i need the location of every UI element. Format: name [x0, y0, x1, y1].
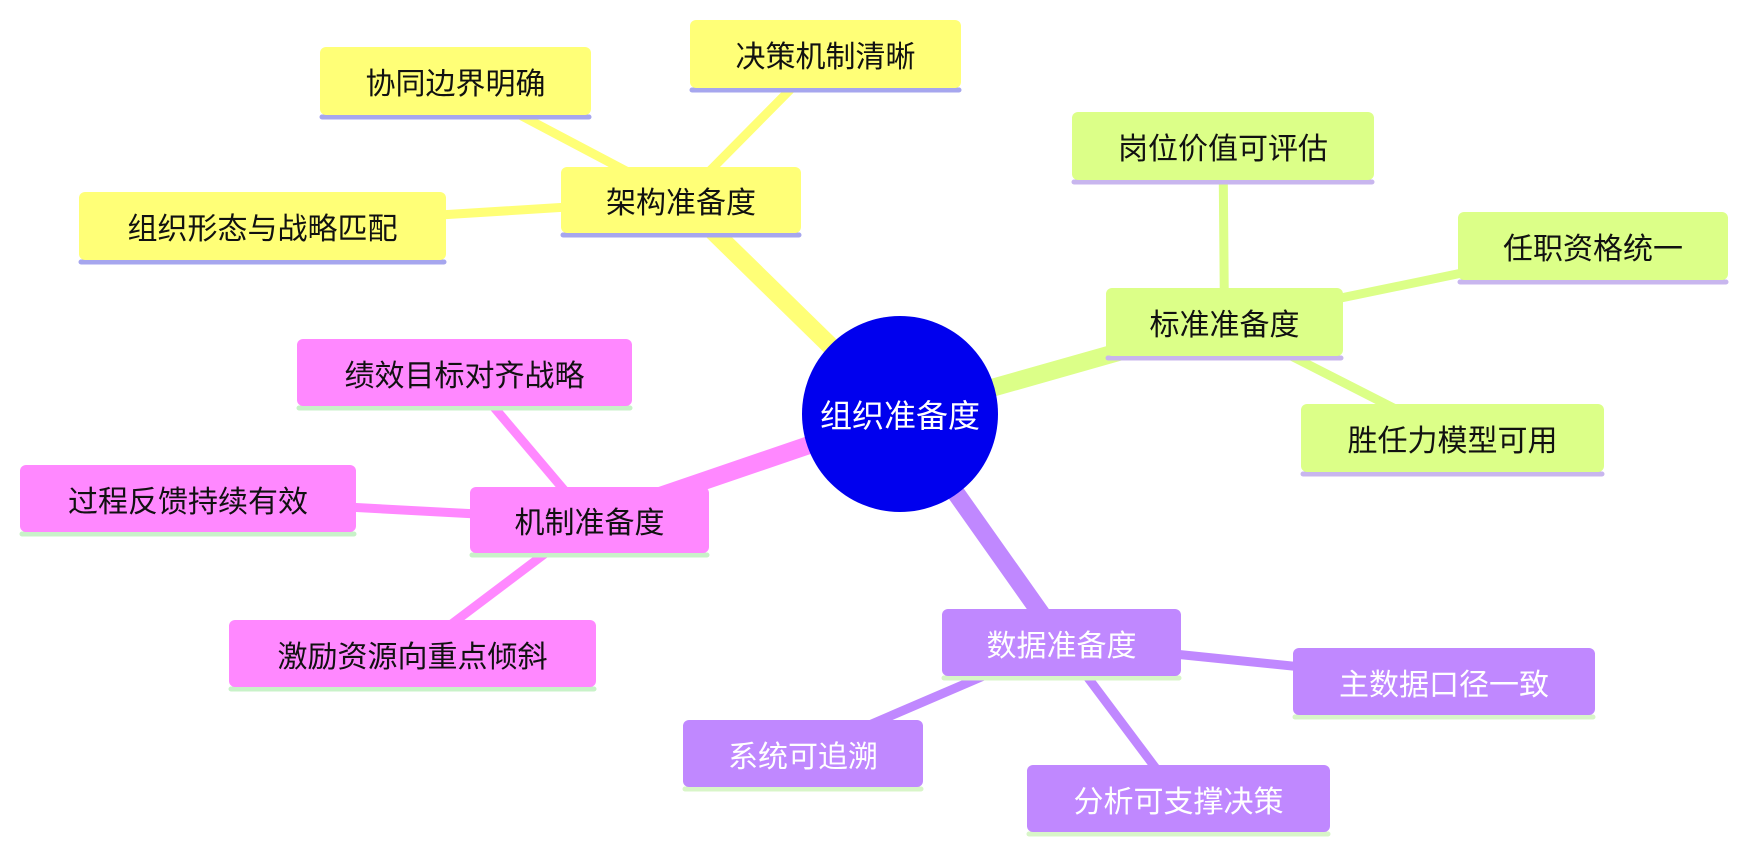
leaf-node-collaboration-boundary[interactable]: 协同边界明确 — [320, 47, 591, 115]
underline-layer — [19, 87, 1729, 837]
leaf-node-qualification[interactable]: 任职资格统一 — [1458, 212, 1728, 280]
branch-node-mechanism[interactable]: 机制准备度 — [470, 487, 709, 553]
leaf-node-position-value[interactable]: 岗位价值可评估 — [1072, 112, 1374, 180]
leaf-node-performance-goal[interactable]: 绩效目标对齐战略 — [297, 339, 632, 406]
leaf-node-org-form-strategy[interactable]: 组织形态与战略匹配 — [79, 192, 446, 260]
leaf-node-analysis-decision[interactable]: 分析可支撑决策 — [1027, 765, 1330, 832]
leaf-node-process-feedback[interactable]: 过程反馈持续有效 — [20, 465, 356, 532]
leaf-node-decision-mechanism[interactable]: 决策机制清晰 — [690, 20, 961, 88]
root-node[interactable]: 组织准备度 — [802, 316, 998, 512]
leaf-node-incentive-resource[interactable]: 激励资源向重点倾斜 — [229, 620, 596, 687]
branch-node-data[interactable]: 数据准备度 — [942, 609, 1181, 676]
branch-node-standard[interactable]: 标准准备度 — [1106, 288, 1343, 356]
leaf-node-system-traceable[interactable]: 系统可追溯 — [683, 720, 923, 787]
leaf-node-competency-model[interactable]: 胜任力模型可用 — [1301, 404, 1604, 472]
branch-node-architecture[interactable]: 架构准备度 — [561, 167, 801, 233]
leaf-node-master-data[interactable]: 主数据口径一致 — [1293, 648, 1595, 715]
